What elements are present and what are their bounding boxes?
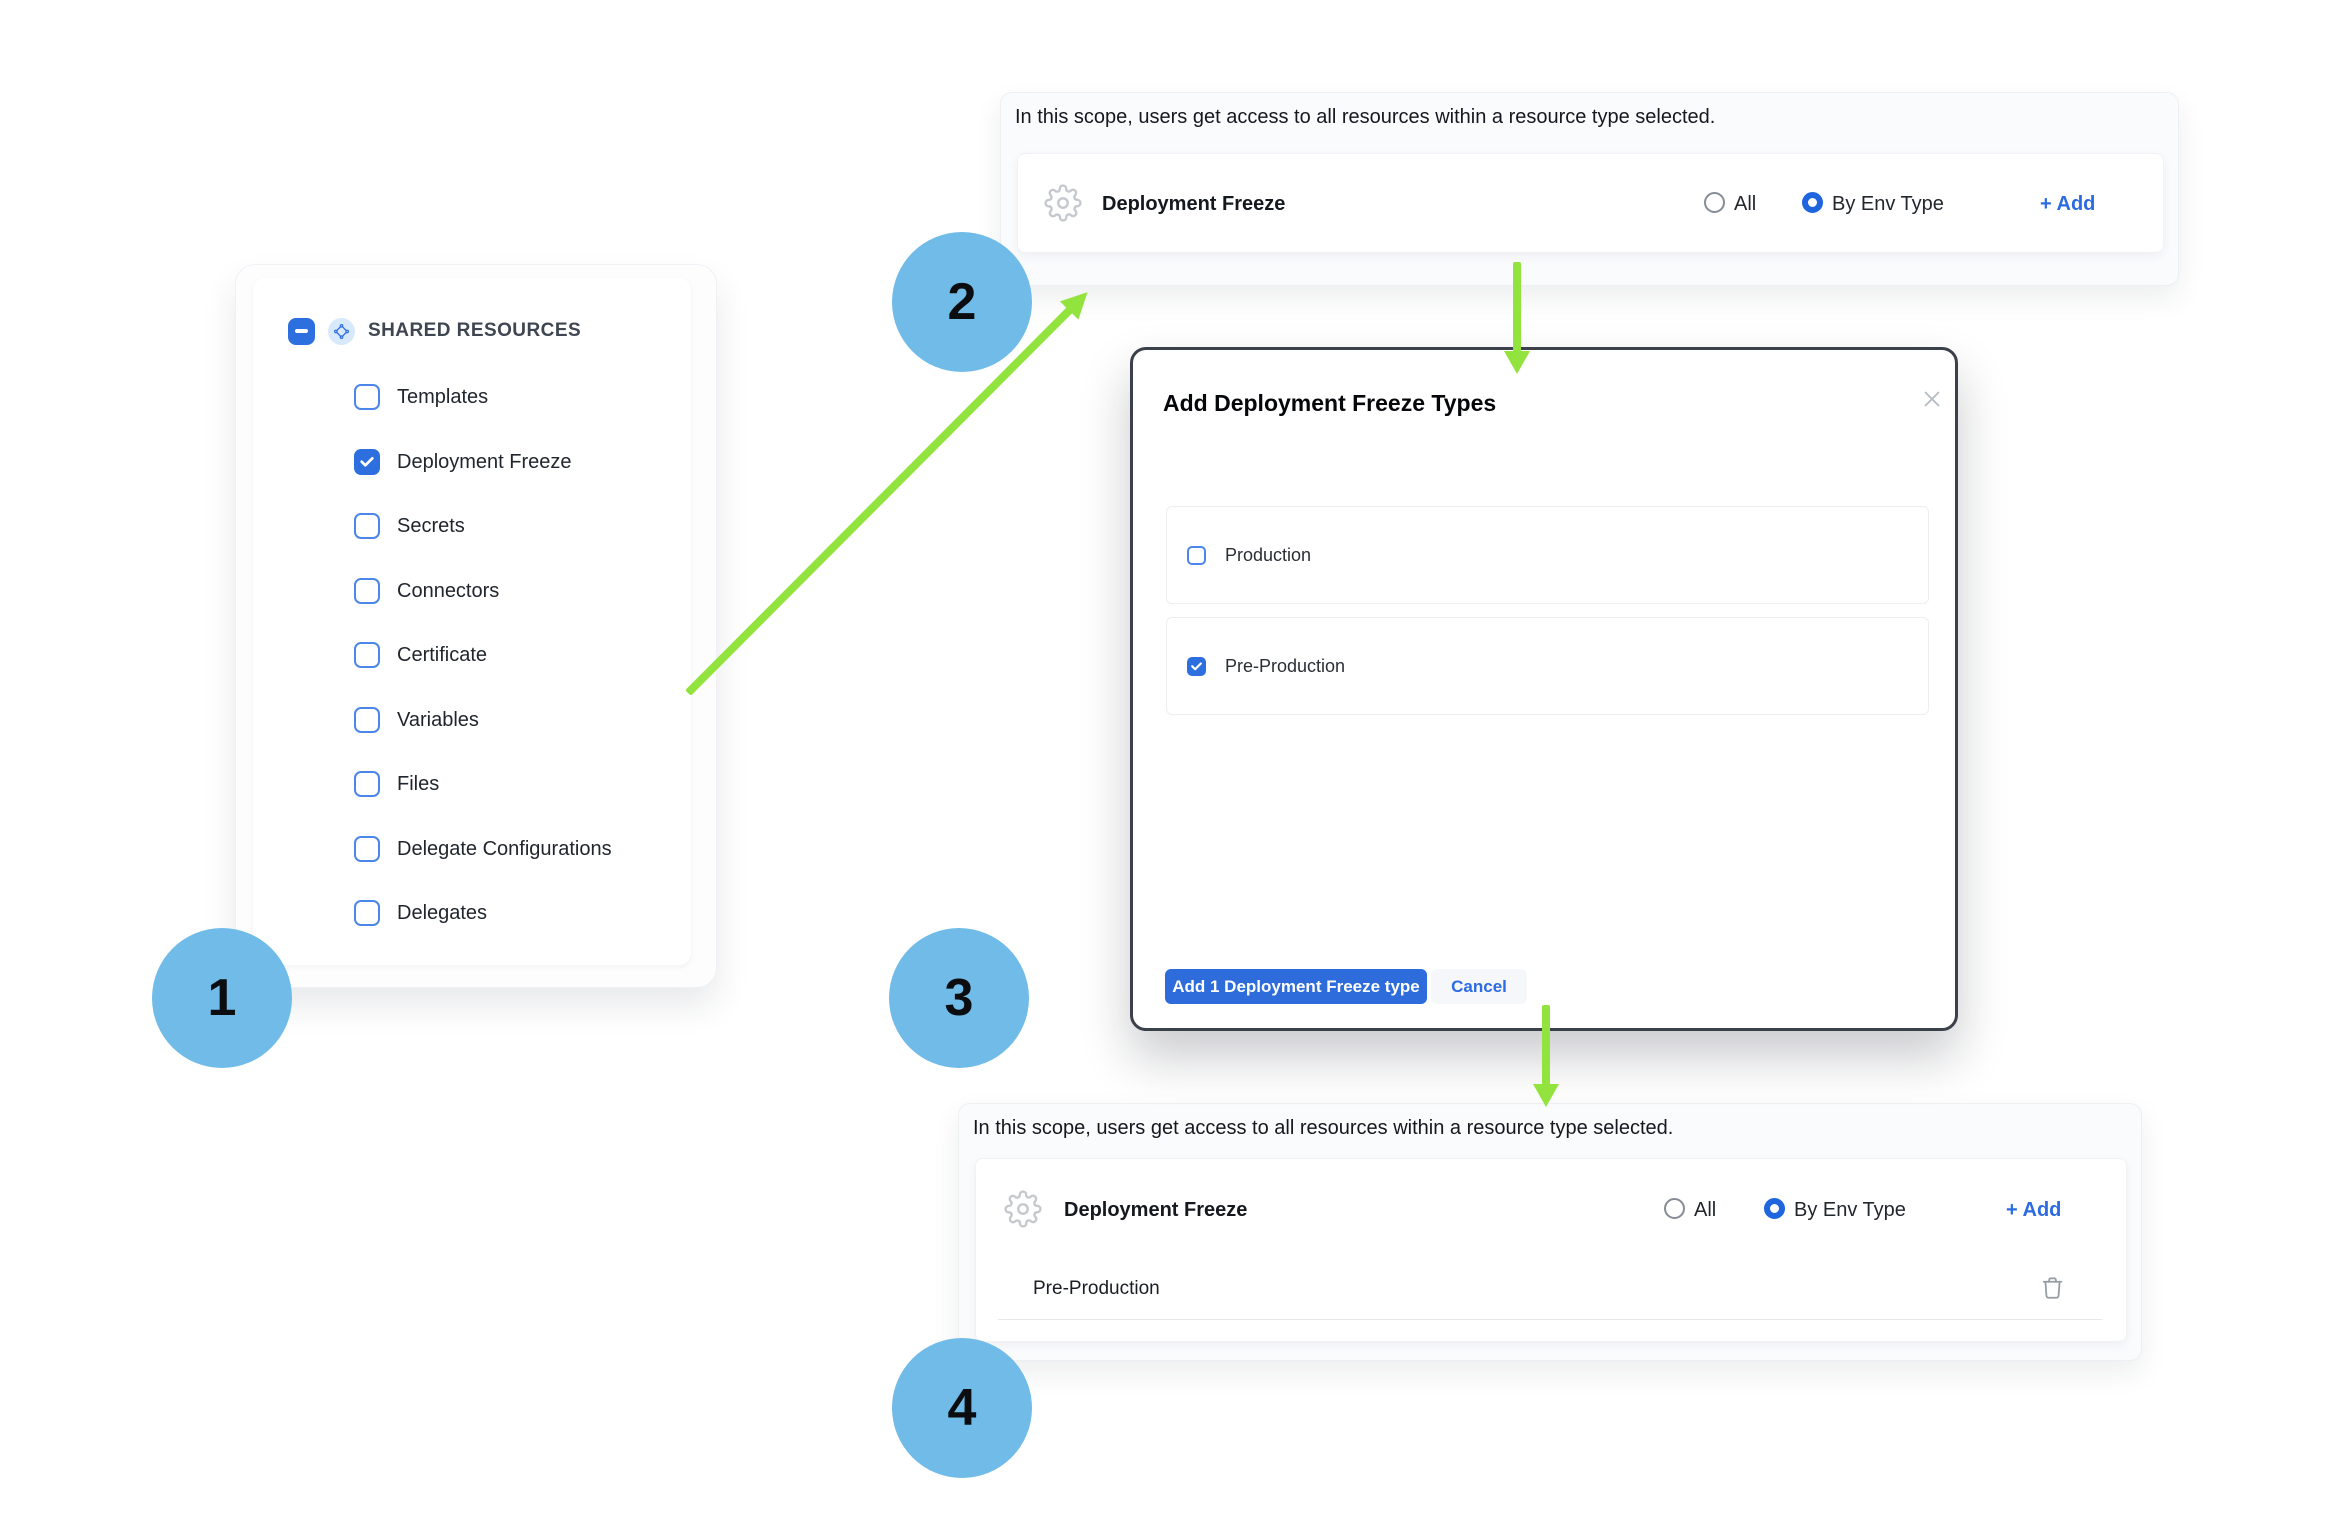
scope-note: In this scope, users get access to all r…: [973, 1117, 1674, 1139]
resource-label: Deployment Freeze: [1102, 193, 1286, 215]
step-number: 2: [947, 273, 977, 331]
sidebar-item-variables[interactable]: Variables: [354, 700, 479, 740]
add-button[interactable]: + Add: [2040, 193, 2096, 215]
shared-resources-header: SHARED RESOURCES: [288, 316, 581, 346]
scope-note: In this scope, users get access to all r…: [1015, 106, 1716, 128]
sidebar-item-secrets[interactable]: Secrets: [354, 506, 465, 546]
add-deployment-freeze-types-modal: Add Deployment Freeze Types Production P…: [1130, 347, 1958, 1031]
sidebar-item-label: Delegate Configurations: [397, 837, 612, 860]
env-type-entry: Pre-Production: [1033, 1278, 1160, 1299]
sidebar-item-label: Connectors: [397, 579, 500, 602]
checkbox-secrets[interactable]: [354, 513, 380, 539]
checkbox-delegate-configurations[interactable]: [354, 836, 380, 862]
checkbox-delegates[interactable]: [354, 900, 380, 926]
cancel-button[interactable]: Cancel: [1431, 969, 1527, 1004]
shared-resources-panel: SHARED RESOURCES Templates Deployment Fr…: [253, 278, 691, 965]
modal-title: Add Deployment Freeze Types: [1163, 390, 1497, 416]
radio-all[interactable]: [1664, 1198, 1685, 1219]
modal-item-label: Pre-Production: [1225, 655, 1346, 676]
sidebar-item-certificate[interactable]: Certificate: [354, 635, 487, 675]
radio-by-env-type-label: By Env Type: [1832, 193, 1944, 215]
add-deployment-freeze-type-button[interactable]: Add 1 Deployment Freeze type: [1165, 969, 1427, 1004]
resource-row: Deployment Freeze All By Env Type + Add …: [975, 1158, 2127, 1342]
sidebar-item-files[interactable]: Files: [354, 764, 439, 804]
sidebar-item-connectors[interactable]: Connectors: [354, 571, 499, 611]
checkbox-production[interactable]: [1187, 545, 1206, 565]
sidebar-item-label: Delegates: [397, 901, 488, 924]
sidebar-item-templates[interactable]: Templates: [354, 377, 488, 417]
step-number: 3: [944, 969, 974, 1027]
resource-row: Deployment Freeze All By Env Type + Add: [1017, 153, 2164, 253]
radio-by-env-type-label: By Env Type: [1794, 1199, 1906, 1221]
radio-all-label: All: [1694, 1199, 1717, 1221]
gear-icon: [1004, 1190, 1042, 1228]
arrow-step1-to-step2: [685, 282, 1097, 696]
radio-all[interactable]: [1704, 192, 1725, 213]
trash-icon[interactable]: [2040, 1275, 2065, 1305]
sidebar-item-deployment-freeze[interactable]: Deployment Freeze: [354, 442, 572, 482]
checkbox-variables[interactable]: [354, 707, 380, 733]
sidebar-item-delegate-configurations[interactable]: Delegate Configurations: [354, 829, 612, 869]
step-marker-3: 3: [889, 928, 1029, 1068]
step-marker-2: 2: [892, 232, 1032, 372]
add-button[interactable]: + Add: [2006, 1199, 2062, 1221]
minus-icon: [295, 329, 308, 333]
close-icon[interactable]: [1919, 386, 1945, 412]
modal-item-production[interactable]: Production: [1166, 506, 1929, 604]
modal-item-label: Production: [1225, 544, 1312, 565]
sidebar-item-label: Files: [397, 772, 440, 795]
checkbox-certificate[interactable]: [354, 642, 380, 668]
sidebar-item-label: Templates: [397, 385, 489, 408]
sidebar-item-label: Secrets: [397, 514, 465, 537]
sidebar-item-label: Certificate: [397, 643, 488, 666]
sidebar-item-label: Deployment Freeze: [397, 450, 572, 473]
checkbox-pre-production[interactable]: [1187, 656, 1206, 676]
shared-resources-icon: [328, 317, 355, 345]
row-divider: [998, 1319, 2102, 1320]
scope-panel-top: In this scope, users get access to all r…: [1000, 92, 2179, 286]
scope-panel-bottom: In this scope, users get access to all r…: [958, 1103, 2142, 1361]
step-marker-4: 4: [892, 1338, 1032, 1478]
sidebar-item-label: Variables: [397, 708, 479, 731]
step-number: 1: [207, 969, 237, 1027]
collapse-checkbox[interactable]: [288, 317, 315, 345]
resource-label: Deployment Freeze: [1064, 1199, 1248, 1221]
checkbox-files[interactable]: [354, 771, 380, 797]
radio-by-env-type[interactable]: [1764, 1198, 1785, 1219]
radio-by-env-type[interactable]: [1802, 192, 1823, 213]
checkbox-templates[interactable]: [354, 384, 380, 410]
sidebar-item-delegates[interactable]: Delegates: [354, 893, 487, 933]
step-number: 4: [947, 1379, 977, 1437]
step-marker-1: 1: [152, 928, 292, 1068]
checkbox-connectors[interactable]: [354, 578, 380, 604]
shared-resources-title: SHARED RESOURCES: [368, 320, 582, 341]
gear-icon: [1044, 184, 1082, 222]
checkbox-deployment-freeze[interactable]: [354, 449, 380, 475]
radio-all-label: All: [1734, 193, 1757, 215]
modal-item-pre-production[interactable]: Pre-Production: [1166, 617, 1929, 715]
